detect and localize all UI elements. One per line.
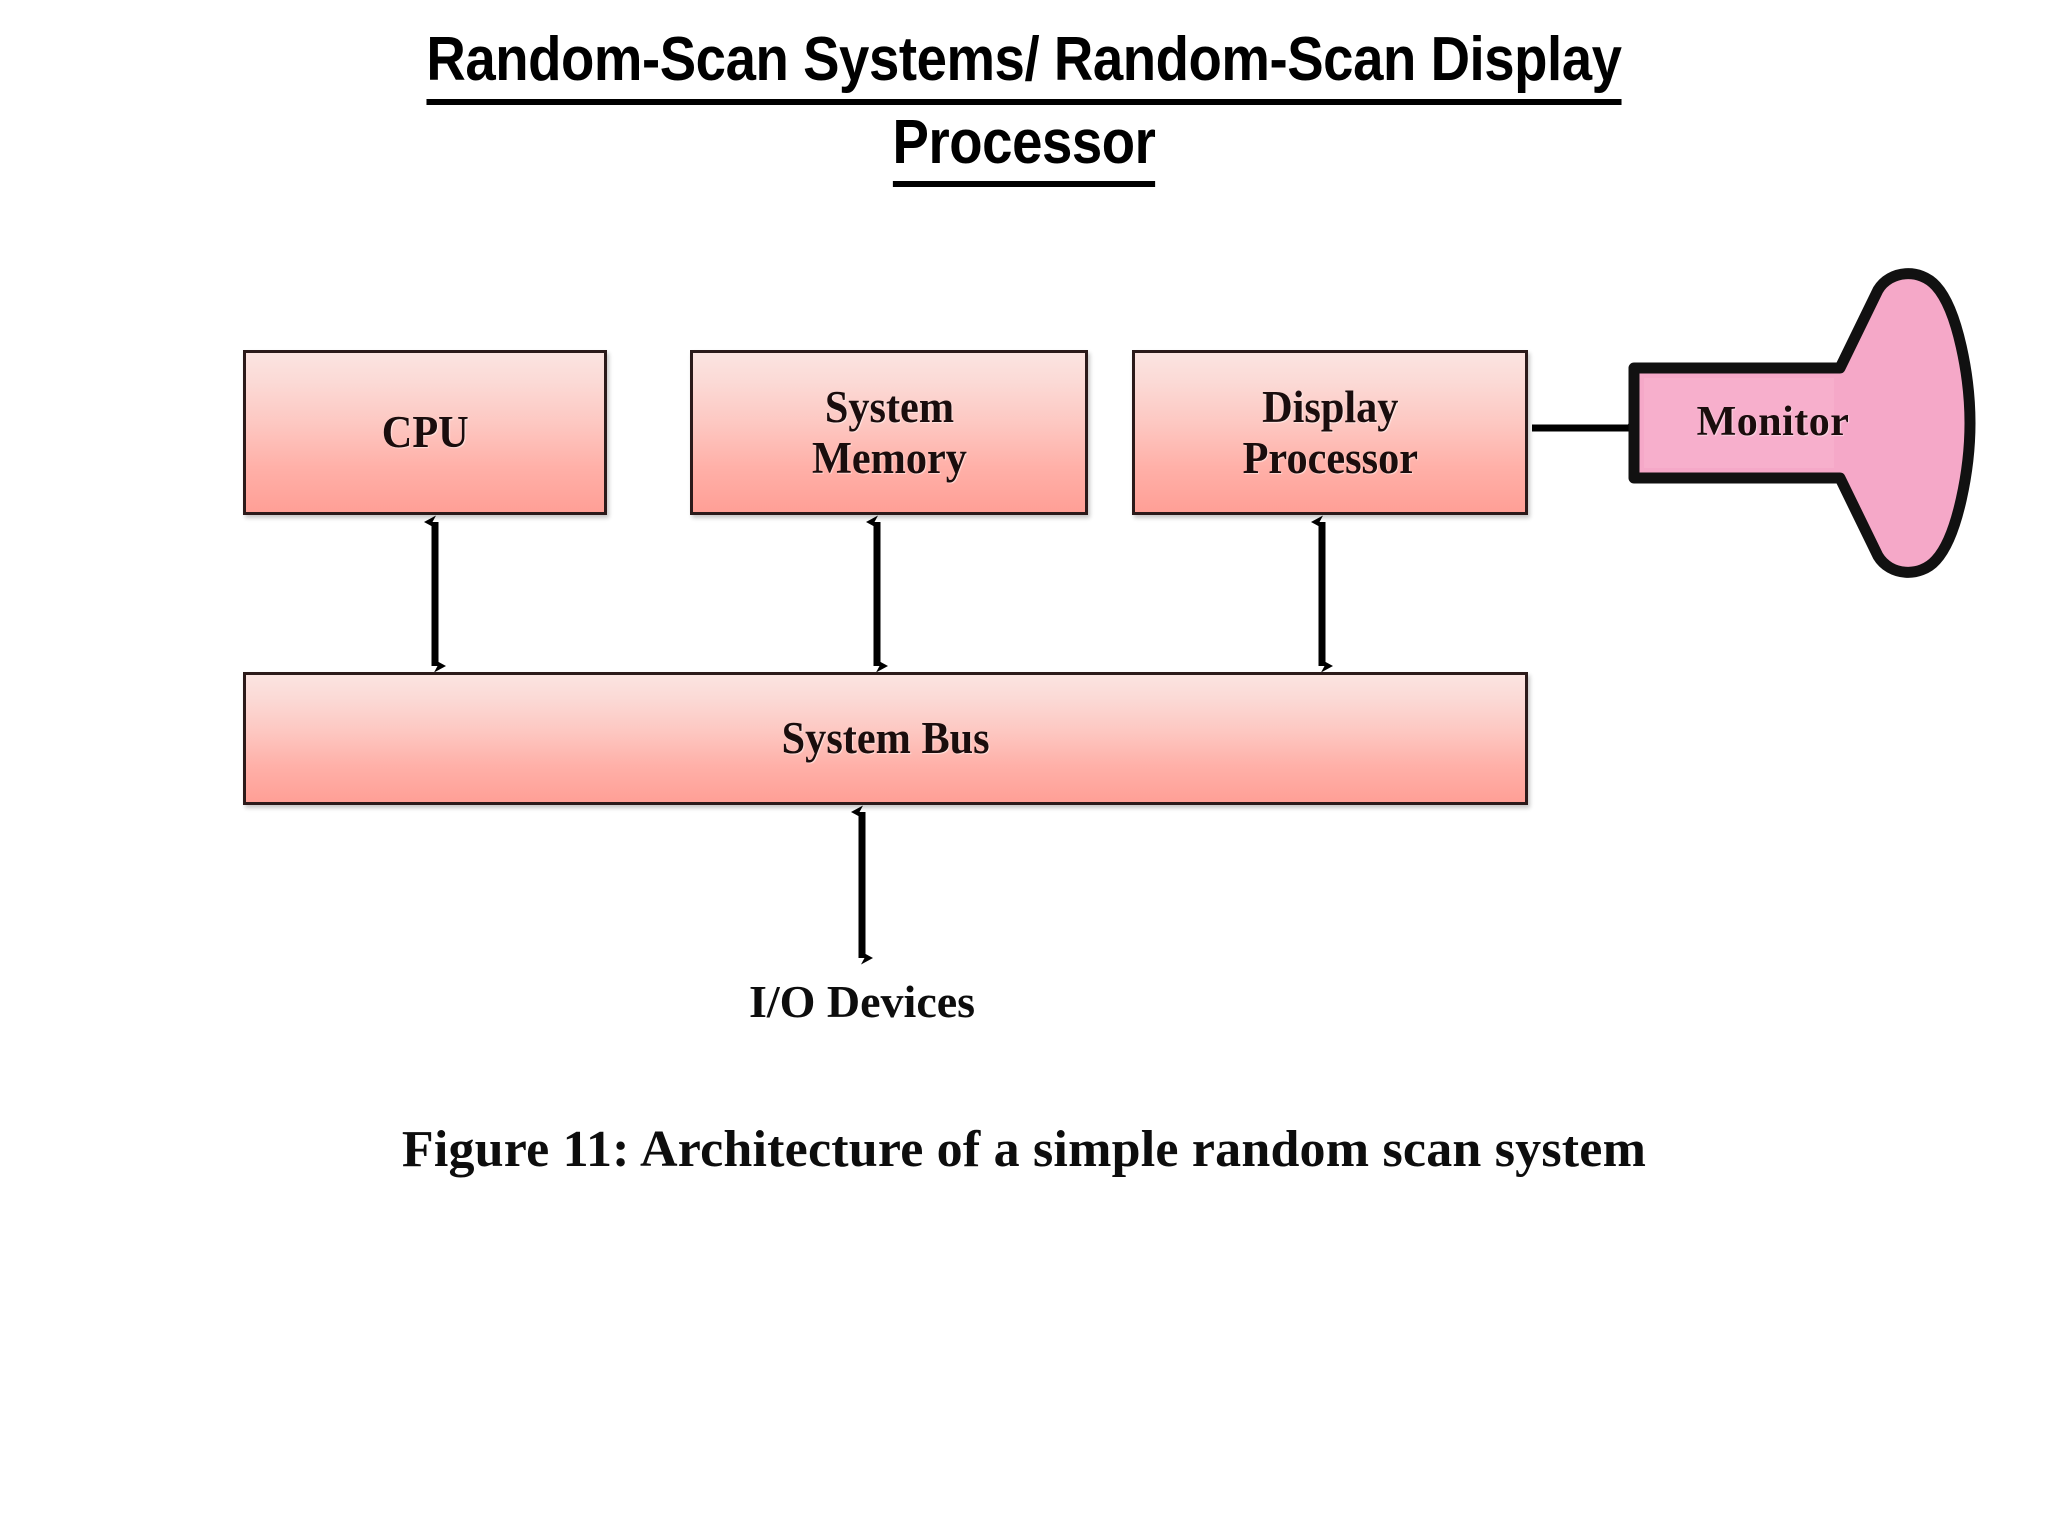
node-system-memory-label-line-2: Memory xyxy=(811,432,967,483)
node-system-bus-label: System Bus xyxy=(781,713,990,764)
node-system-memory-label-line-1: System xyxy=(824,382,954,433)
node-display-processor-label-line-2: Processor xyxy=(1242,432,1418,483)
node-system-bus[interactable]: System Bus xyxy=(243,672,1528,805)
node-system-memory-label: System Memory xyxy=(811,382,966,483)
node-io-devices-label: I/O Devices xyxy=(748,976,976,1027)
node-system-memory[interactable]: System Memory xyxy=(690,350,1088,515)
node-display-processor[interactable]: Display Processor xyxy=(1132,350,1528,515)
figure-caption: Figure 11: Architecture of a simple rand… xyxy=(401,1121,1647,1178)
node-cpu[interactable]: CPU xyxy=(243,350,607,515)
node-display-processor-label-line-1: Display xyxy=(1261,382,1399,433)
node-display-processor-label: Display Processor xyxy=(1242,382,1417,483)
monitor-shape xyxy=(1628,268,1976,578)
page-title-line-1: Random-Scan Systems/ Random-Scan Display xyxy=(426,22,1622,105)
page-title-line-2: Processor xyxy=(892,105,1156,188)
page-title: Random-Scan Systems/ Random-Scan Display… xyxy=(343,22,1705,188)
monitor-label: Monitor xyxy=(1696,399,1850,445)
node-cpu-label: CPU xyxy=(381,407,469,458)
